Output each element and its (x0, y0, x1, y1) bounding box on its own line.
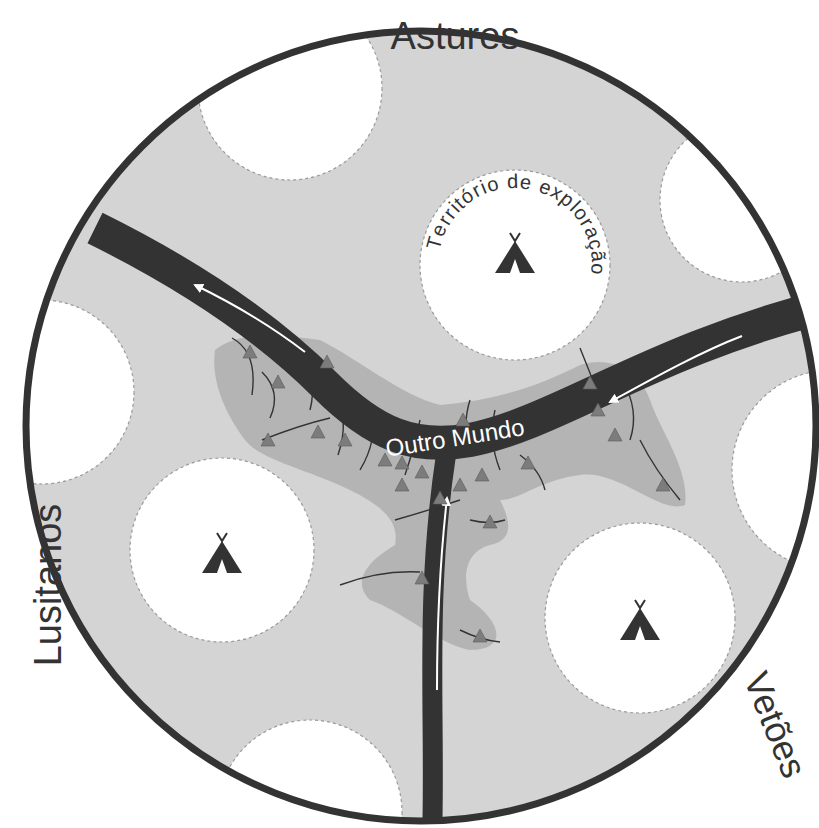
sanctuary-triangle (656, 478, 670, 491)
sanctuary-markers (243, 345, 670, 642)
stream-line (340, 572, 420, 585)
stream-line (520, 455, 545, 490)
sanctuary-triangle (415, 465, 429, 478)
sanctuary-triangle (395, 478, 409, 491)
sanctuary-triangle (311, 425, 325, 438)
sanctuary-triangle (271, 375, 285, 388)
people-label: Astures (391, 17, 520, 55)
sanctuary-triangle (475, 468, 489, 481)
tent-icon (202, 533, 242, 573)
region-border (26, 31, 816, 821)
sanctuary-triangle (483, 515, 497, 528)
stream-line (262, 372, 275, 418)
stream-line (262, 418, 330, 440)
people-label: Vetões (738, 667, 813, 783)
sanctuary-triangle (608, 428, 622, 441)
tent-icon (495, 233, 535, 273)
sanctuary-triangle (433, 491, 447, 504)
sanctuary-triangle (453, 478, 467, 491)
sanctuary-triangle (591, 403, 605, 416)
sanctuary-triangle (473, 629, 487, 642)
settlement-tents (202, 233, 660, 640)
tent-icon (620, 600, 660, 640)
stream-line (460, 630, 500, 642)
rivers (95, 228, 819, 828)
sanctuary-triangle (415, 571, 429, 584)
sanctuary-triangle (243, 345, 257, 358)
sanctuary-triangle (338, 433, 352, 446)
sanctuary-triangle (583, 376, 597, 389)
stream-line (395, 500, 460, 520)
sanctuary-triangle (320, 355, 334, 368)
stream-line (640, 440, 680, 500)
sanctuary-triangle (261, 433, 275, 446)
flow-arrows (195, 285, 742, 690)
people-label: Lusitanos (29, 504, 67, 667)
sanctuary-triangle (521, 456, 535, 469)
